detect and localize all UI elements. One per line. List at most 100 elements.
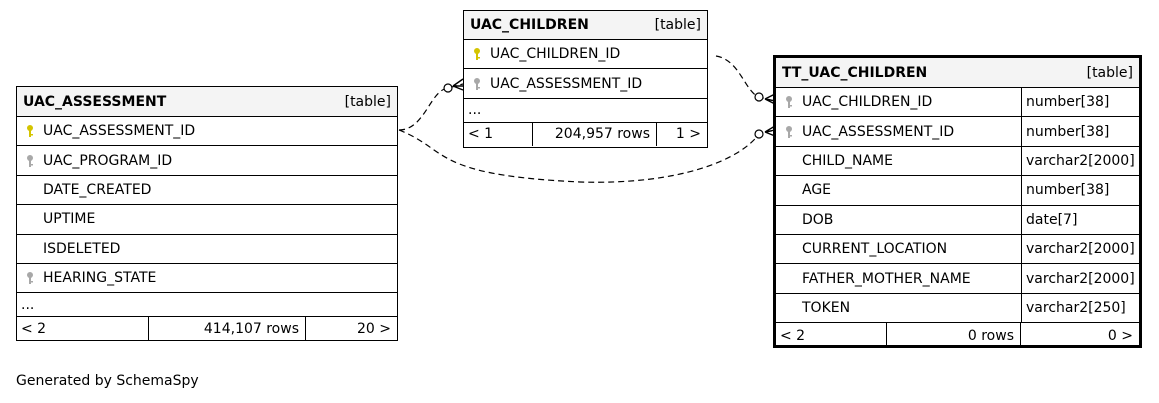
column-cell: TOKEN (776, 294, 1021, 322)
generated-by-label: Generated by SchemaSpy (16, 373, 199, 389)
children-count[interactable]: 1 > (656, 122, 707, 146)
primary-key-icon (23, 124, 37, 138)
connector-optional-marker (443, 83, 453, 93)
column-cell: FATHER_MOTHER_NAME (776, 264, 1021, 292)
column-cell: CURRENT_LOCATION (776, 235, 1021, 263)
column-name: CURRENT_LOCATION (802, 241, 948, 258)
column-row[interactable]: FATHER_MOTHER_NAME varchar2[2000] (776, 264, 1139, 294)
column-name: UAC_CHILDREN_ID (802, 94, 933, 111)
column-name: UAC_PROGRAM_ID (43, 152, 173, 169)
column-name: ISDELETED (43, 240, 121, 257)
column-name: UAC_ASSESSMENT_ID (490, 75, 643, 92)
column-row[interactable]: ISDELETED (17, 235, 397, 264)
column-name: TOKEN (802, 299, 851, 316)
connector-optional-marker (754, 92, 764, 102)
foreign-key-icon (782, 125, 796, 139)
column-row[interactable]: CURRENT_LOCATION varchar2[2000] (776, 234, 1139, 265)
column-name: UAC_CHILDREN_ID (490, 46, 621, 63)
column-row[interactable]: UPTIME (17, 205, 397, 235)
row-count: 414,107 rows (148, 317, 305, 341)
column-name: DOB (802, 211, 834, 228)
column-name: UAC_ASSESSMENT_ID (43, 123, 196, 140)
column-type: varchar2[2000] (1021, 234, 1139, 264)
foreign-key-icon (782, 95, 796, 109)
table-uac-assessment[interactable]: UAC_ASSESSMENT [table] UAC_ASSESSMENT_ID… (16, 86, 398, 341)
column-row[interactable]: UAC_ASSESSMENT_ID (17, 117, 397, 147)
connector-optional-marker (754, 129, 764, 139)
children-count[interactable]: 0 > (1020, 323, 1139, 349)
column-list: UAC_CHILDREN_ID UAC_ASSESSMENT_ID (464, 40, 707, 99)
column-row[interactable]: UAC_CHILDREN_ID number[38] (776, 88, 1139, 118)
column-name: HEARING_STATE (43, 270, 157, 287)
table-name: UAC_CHILDREN (470, 17, 589, 33)
column-row[interactable]: TOKEN varchar2[250] (776, 293, 1139, 324)
column-row[interactable]: AGE number[38] (776, 176, 1139, 206)
column-cell: AGE (776, 176, 1021, 204)
table-header: UAC_CHILDREN [table] (464, 11, 707, 40)
column-cell: CHILD_NAME (776, 147, 1021, 175)
table-footer: < 1 204,957 rows 1 > (464, 122, 707, 146)
column-name: AGE (802, 182, 832, 199)
column-name: DATE_CREATED (43, 181, 152, 198)
foreign-key-icon (23, 271, 37, 285)
column-type: varchar2[2000] (1021, 264, 1139, 293)
column-row[interactable]: CHILD_NAME varchar2[2000] (776, 146, 1139, 177)
connector-children-to-assessment (398, 83, 464, 131)
table-tag: [table] (654, 17, 701, 33)
table-footer: < 2 414,107 rows 20 > (17, 317, 397, 341)
column-name: UAC_ASSESSMENT_ID (802, 123, 955, 140)
column-cell: DATE_CREATED (17, 176, 151, 204)
column-row[interactable]: DOB date[7] (776, 205, 1139, 235)
column-type: varchar2[2000] (1021, 146, 1139, 176)
parents-count[interactable]: < 2 (780, 327, 806, 344)
parents-count[interactable]: < 1 (468, 126, 494, 143)
table-tag: [table] (344, 93, 391, 110)
column-cell: UAC_CHILDREN_ID (464, 40, 620, 68)
column-cell: UPTIME (17, 205, 95, 233)
table-tag: [table] (1086, 64, 1133, 81)
column-cell: UAC_CHILDREN_ID (776, 88, 1021, 116)
column-row[interactable]: HEARING_STATE (17, 264, 397, 294)
connector-tt-to-children (715, 55, 776, 102)
column-type: number[38] (1021, 117, 1139, 146)
table-header: UAC_ASSESSMENT [table] (17, 87, 397, 117)
column-cell: UAC_ASSESSMENT_ID (17, 117, 195, 145)
column-cell: DOB (776, 206, 1021, 234)
column-name: UPTIME (43, 211, 96, 228)
foreign-key-icon (470, 77, 484, 91)
column-cell: UAC_PROGRAM_ID (17, 146, 172, 174)
foreign-key-icon (23, 154, 37, 168)
row-count: 0 rows (886, 323, 1020, 349)
column-cell: HEARING_STATE (17, 264, 156, 292)
connector-tt-to-assessment (398, 129, 776, 183)
column-cell: UAC_ASSESSMENT_ID (776, 117, 1021, 145)
column-list: UAC_ASSESSMENT_ID UAC_PROGRAM_ID DATE_CREA… (17, 117, 397, 294)
column-row[interactable]: UAC_PROGRAM_ID (17, 146, 397, 176)
column-type: number[38] (1021, 88, 1139, 117)
column-cell: UAC_ASSESSMENT_ID (464, 69, 642, 97)
connector-crowfoot (452, 78, 464, 91)
column-row[interactable]: UAC_ASSESSMENT_ID number[38] (776, 117, 1139, 147)
children-count[interactable]: 20 > (305, 317, 397, 341)
table-name: TT_UAC_CHILDREN (782, 64, 928, 81)
column-cell: ISDELETED (17, 235, 120, 263)
column-row[interactable]: DATE_CREATED (17, 176, 397, 206)
more-columns-ellipsis: ... (17, 293, 397, 318)
table-header: TT_UAC_CHILDREN [table] (776, 58, 1139, 88)
row-count: 204,957 rows (532, 122, 656, 146)
more-columns-ellipsis: ... (464, 99, 707, 123)
column-row[interactable]: UAC_CHILDREN_ID (464, 40, 707, 70)
parents-count[interactable]: < 2 (21, 320, 47, 337)
column-name: FATHER_MOTHER_NAME (802, 270, 971, 287)
column-row[interactable]: UAC_ASSESSMENT_ID (464, 69, 707, 99)
table-name: UAC_ASSESSMENT (23, 93, 167, 110)
primary-key-icon (470, 47, 484, 61)
column-type: date[7] (1021, 205, 1139, 234)
column-type: number[38] (1021, 176, 1139, 205)
column-type: varchar2[250] (1021, 293, 1139, 323)
column-name: CHILD_NAME (802, 152, 893, 169)
table-footer: < 2 0 rows 0 > (776, 323, 1139, 349)
